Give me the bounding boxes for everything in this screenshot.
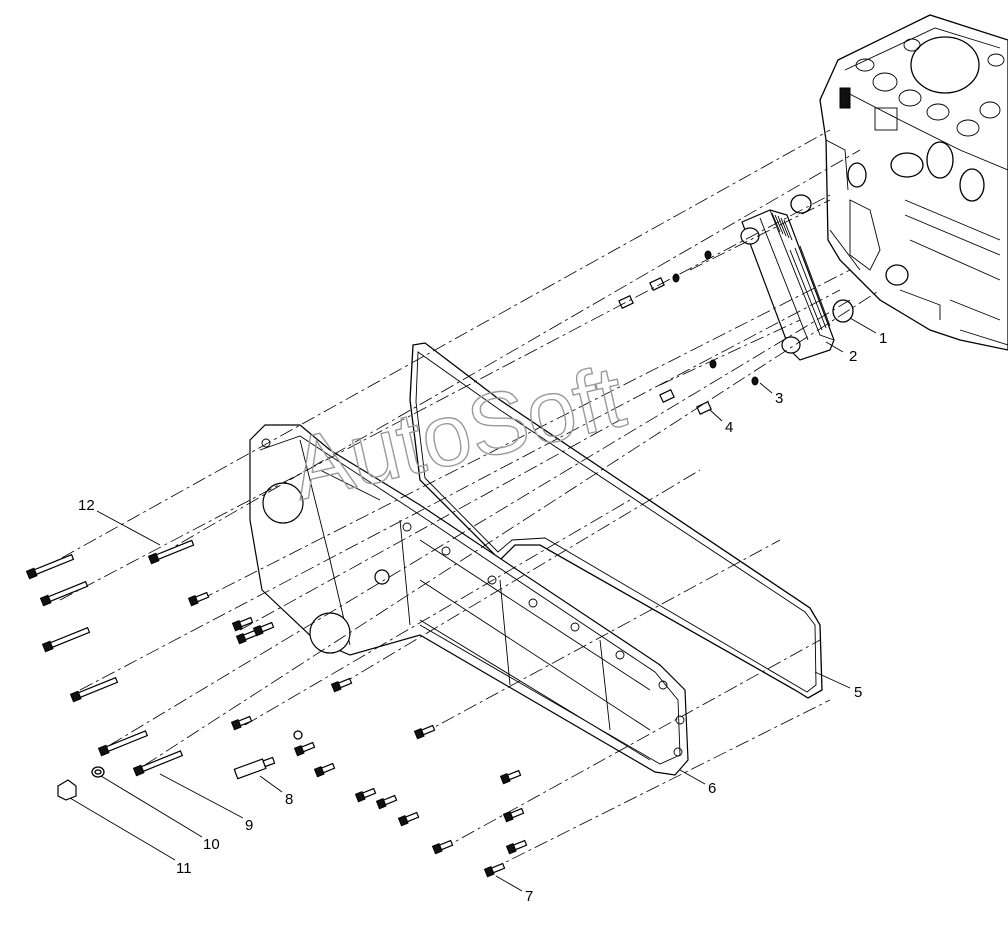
leader-lines [69,317,877,892]
callout-5: 5 [854,684,862,701]
callout-7: 7 [525,888,533,905]
callout-12: 12 [78,497,95,514]
callout-9: 9 [245,817,253,834]
gasket [409,342,823,699]
callout-10: 10 [203,836,220,853]
callout-8: 8 [285,791,293,808]
callout-2: 2 [849,348,857,365]
callout-11: 11 [176,860,192,877]
short-bolts [187,591,528,878]
callout-4: 4 [725,419,733,436]
callout-1: 1 [879,330,887,347]
o-ring-upper [790,194,812,214]
oil-cooler [740,209,835,361]
callout-3: 3 [775,390,783,407]
engine-block [819,14,1008,351]
callout-6: 6 [708,780,716,797]
stud [233,756,276,780]
long-bolts [25,539,195,777]
cooler-fittings [618,250,759,415]
o-ring-lower [832,299,854,323]
watermark: AutoSoft [282,346,633,518]
alignment-lines [39,129,881,871]
drain-plug [57,779,77,801]
washer [91,766,105,778]
small-washer [293,730,303,740]
